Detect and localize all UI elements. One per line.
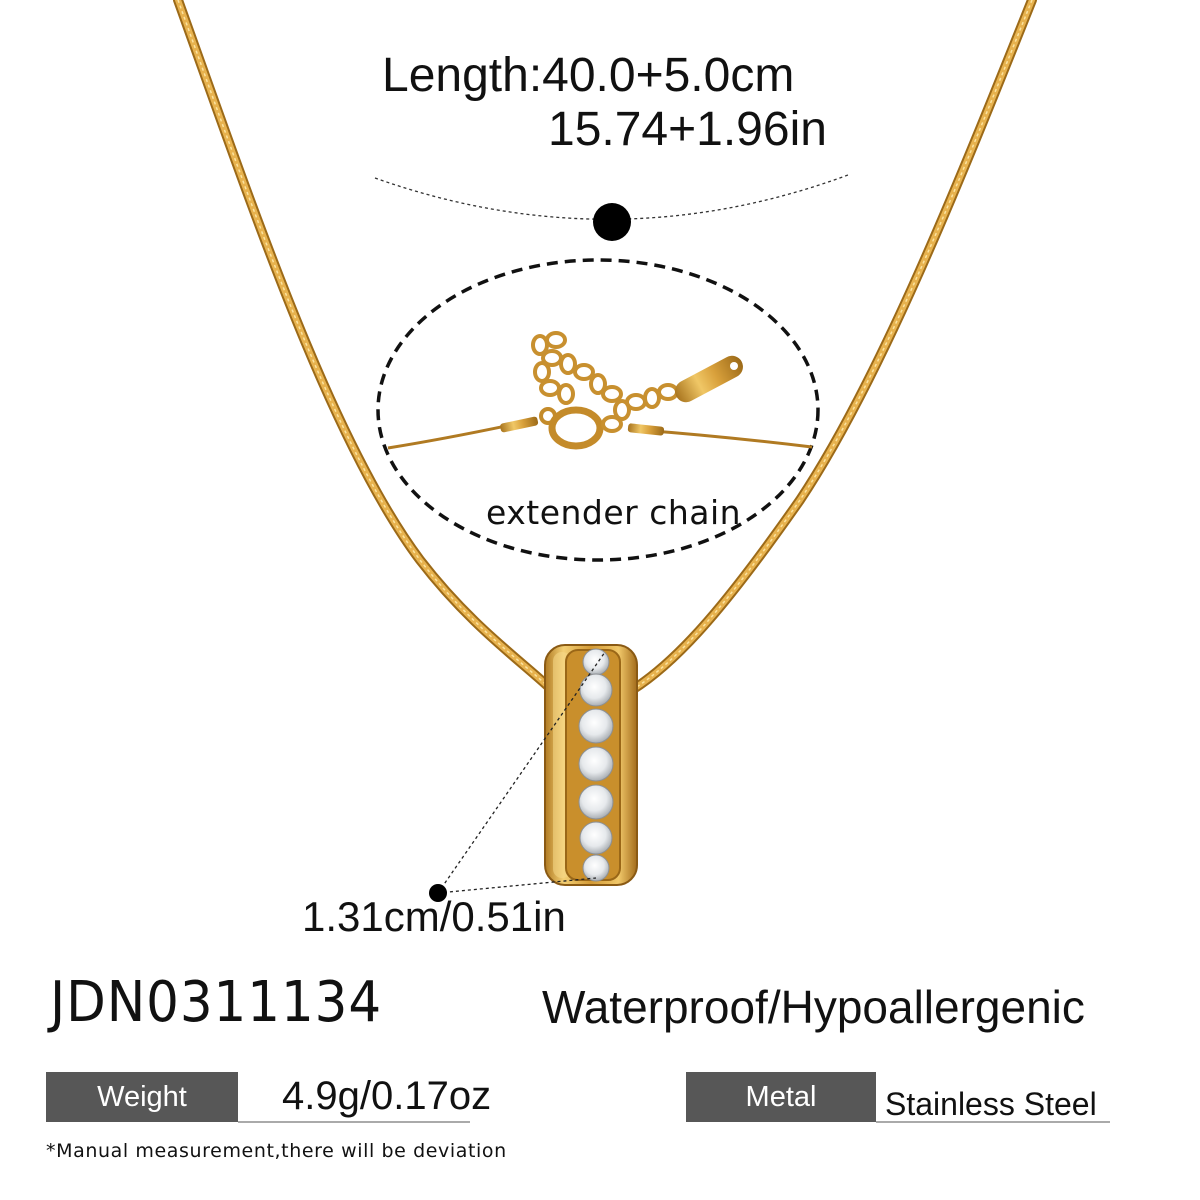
ring-pendant [544, 644, 638, 886]
weight-label: Weight [46, 1072, 238, 1122]
pendant-size-text: 1.31cm/0.51in [302, 893, 566, 940]
product-code: JDN0311134 [50, 970, 383, 1035]
metal-value: Stainless Steel [885, 1086, 1097, 1122]
metal-label: Metal [686, 1072, 876, 1122]
extender-chain-label: extender chain [486, 493, 742, 532]
extender-chain-detail [387, 331, 813, 450]
length-cm-text: Length:40.0+5.0cm [382, 49, 795, 102]
length-in-text: 15.74+1.96in [548, 103, 827, 156]
length-marker-dot [593, 203, 631, 241]
product-features: Waterproof/Hypoallergenic [542, 981, 1085, 1033]
snake-chain [173, 0, 1037, 695]
weight-value: 4.9g/0.17oz [282, 1074, 492, 1118]
pendant-size-dot [429, 884, 447, 902]
pendant-size-guide [437, 651, 606, 894]
measurement-note: *Manual measurement,there will be deviat… [46, 1140, 507, 1162]
extender-callout-ellipse [376, 258, 820, 562]
